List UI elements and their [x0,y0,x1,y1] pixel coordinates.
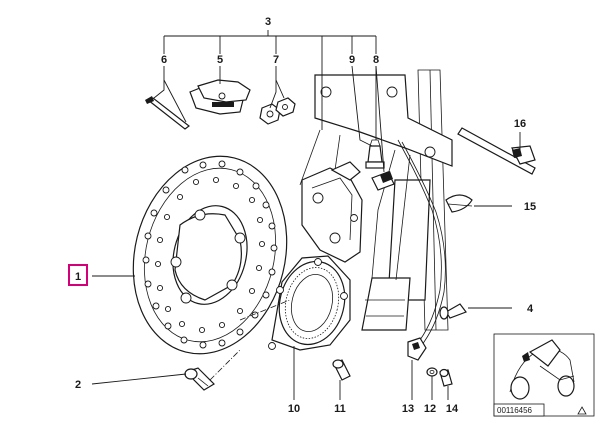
bleed-cap [371,171,395,191]
bolt-14 [439,368,453,387]
location-thumbnail: 00116456 [493,333,595,417]
bolt-2 [184,367,215,391]
callout-11: 11 [334,403,346,415]
bolt-4 [439,303,467,320]
highlight-box-callout-1 [68,264,88,286]
callout-16: 16 [514,118,526,130]
callout-8: 8 [373,54,379,66]
cable-clamp [445,194,473,213]
bleed-valve [365,139,385,169]
bolt-11 [332,359,351,381]
fork-assembly [299,69,453,331]
pad-pin [145,96,190,130]
callout-9: 9 [349,54,355,66]
disc-cooling-holes [142,160,278,349]
nuts [259,97,296,125]
brake-disc [132,155,288,355]
callout-15: 15 [524,201,536,213]
abs-sensor-ring [268,255,351,351]
callout-1: 1 [75,271,81,283]
callout-12: 12 [424,403,436,415]
brake-caliper [301,161,363,263]
callout-3: 3 [265,16,271,28]
callout-14: 14 [446,403,459,415]
callout-13: 13 [402,403,414,415]
callout-2: 2 [75,379,81,391]
cable-holder [457,127,536,175]
brake-pads [189,79,251,115]
callout-7: 7 [273,54,279,66]
leader-lines [91,30,521,400]
drawing-number: 00116456 [497,406,533,415]
sensor-cable [397,139,442,353]
abs-sensor [407,337,427,361]
callout-5: 5 [217,54,223,66]
callout-10: 10 [288,403,300,415]
callout-4: 4 [527,303,534,315]
callout-6: 6 [161,54,167,66]
washer [426,367,438,377]
